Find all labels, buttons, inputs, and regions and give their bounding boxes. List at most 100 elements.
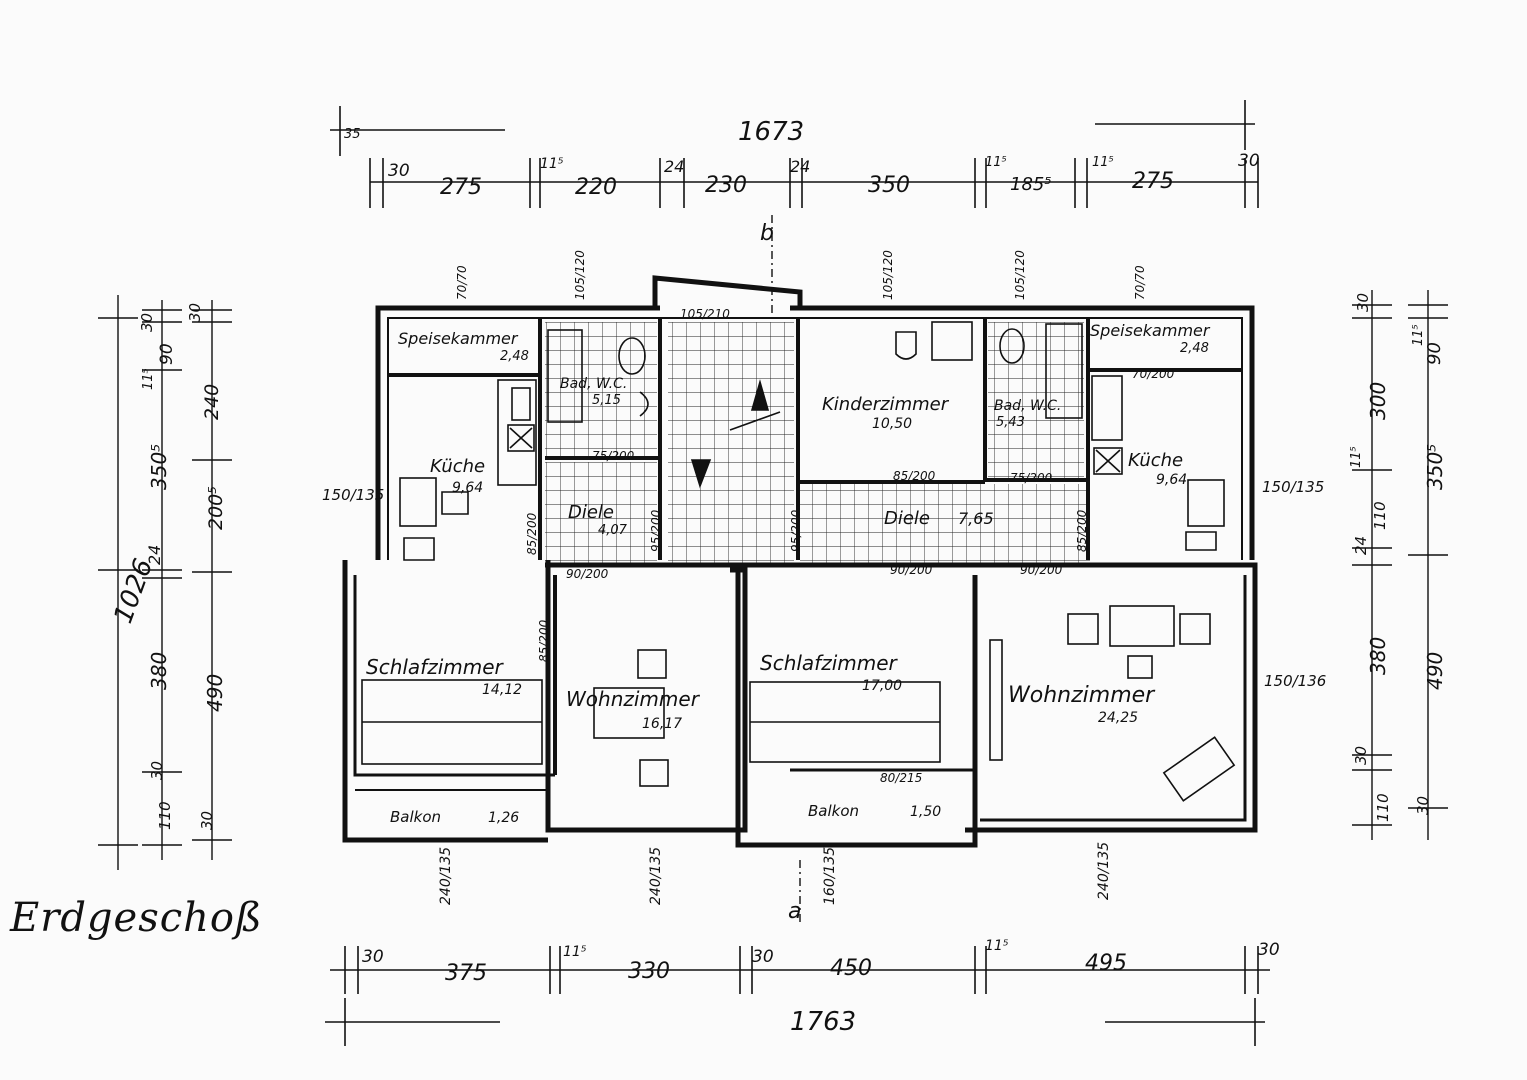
dim-top-total: 1673: [738, 117, 804, 147]
left-washbasin: [639, 391, 649, 417]
room-area-speise-left: 2,48: [500, 349, 529, 364]
dim-left-inner-4: 200⁵: [205, 486, 227, 530]
section-mark-a: a: [788, 899, 801, 924]
door-label-7: 95/200: [789, 509, 803, 552]
dim-top-seg-5: 230: [705, 173, 747, 198]
left-toilet: [618, 337, 646, 375]
door-label-1: 75/200: [592, 449, 635, 463]
room-area-speise-right: 2,48: [1180, 341, 1209, 356]
room-labels: Speisekammer 2,48 Küche 9,64 Bad, W.C. 5…: [366, 321, 1211, 826]
dim-left-seg-3: 24: [145, 545, 164, 565]
dim-top-seg-6: 24: [790, 157, 810, 176]
dim-right-inner-4: 30: [1414, 796, 1432, 815]
dim-right-inner-0: 11⁵: [1411, 324, 1426, 346]
window-side-0: 150/135: [322, 486, 384, 504]
living-right-cabinet: [989, 639, 1003, 761]
dim-right-inner-3: 490: [1423, 652, 1447, 690]
room-area-bad-right: 5,43: [996, 415, 1025, 430]
opening-labels: 70/70 105/120 105/120 105/120 70/70 150/…: [322, 221, 1326, 924]
room-area-wohn-left: 16,17: [642, 716, 682, 732]
dim-left-inner-2: 240: [201, 384, 223, 420]
dim-left-inner-0: 30: [186, 303, 204, 322]
right-kitchen-counter: [1091, 375, 1123, 441]
sheet-title: Erdgeschoß: [10, 895, 263, 941]
left-kitchen-counter: [497, 379, 537, 486]
window-top-0: 70/70: [455, 265, 469, 300]
dim-top-seg-3: 220: [575, 175, 617, 200]
dim-left-seg-1: 11⁵: [141, 368, 156, 390]
dim-bottom-seg-0: 30: [362, 947, 384, 967]
dim-top-seg-1: 275: [440, 175, 482, 200]
door-label-3: 75/200: [1010, 471, 1053, 485]
stair-line: [729, 411, 781, 431]
dim-right-seg-5: 24: [1352, 536, 1370, 555]
dim-right-seg-2: 300: [1366, 382, 1390, 420]
left-kitchen-stove: [507, 424, 535, 452]
dim-top-seg-9: 185⁵: [1010, 174, 1052, 195]
tiled-floors: [545, 322, 1090, 564]
dim-bottom-seg-2: 11⁵: [563, 944, 587, 960]
dim-bottom-seg-3: 330: [628, 959, 670, 984]
door-label-10: 90/200: [890, 563, 933, 577]
dim-top-seg-4: 24: [664, 157, 684, 176]
room-name-wohn-left: Wohnzimmer: [566, 687, 701, 711]
room-name-speise-left: Speisekammer: [398, 329, 519, 348]
tiles-diele-right: [800, 484, 1090, 564]
dim-top-seg-10: 11⁵: [1092, 155, 1114, 170]
door-label-6: 95/200: [649, 509, 663, 552]
room-name-balkon-left: Balkon: [390, 808, 441, 826]
dim-left-seg-0: 30: [138, 313, 156, 332]
room-name-speise-right: Speisekammer: [1090, 321, 1211, 340]
right-kitchen-stove: [1093, 447, 1123, 475]
room-area-wohn-right: 24,25: [1098, 710, 1138, 726]
room-name-schlaf-right: Schlafzimmer: [760, 651, 899, 675]
left-kitchen-chair-2: [403, 537, 435, 561]
dim-right-seg-4: 11⁵: [1349, 446, 1364, 468]
room-name-kinder: Kinderzimmer: [822, 394, 950, 415]
room-area-kinder: 10,50: [872, 416, 912, 432]
window-top-2: 105/120: [881, 250, 895, 300]
window-top-4: 70/70: [1133, 265, 1147, 300]
dim-top-seg-12: 30: [1238, 151, 1260, 171]
wall-south-east-inner: [980, 575, 1247, 822]
room-name-kueche-left: Küche: [430, 456, 485, 477]
wall-north-left: [375, 305, 660, 560]
wall-north-right: [790, 305, 1255, 560]
left-bathtub: [547, 329, 583, 423]
section-mark-b: b: [760, 221, 774, 246]
dim-top-seg-2: 11⁵: [540, 156, 564, 172]
living-left-table: [593, 687, 665, 739]
window-top-1: 105/120: [573, 250, 587, 300]
door-label-8: 85/200: [1075, 509, 1089, 552]
window-bottom-1: 240/135: [648, 847, 664, 905]
wall-stair-bay: [652, 275, 803, 308]
dim-bottom-seg-8: 30: [1258, 940, 1280, 960]
dim-bottom-total: 1763: [790, 1007, 856, 1037]
dim-left-seg-4: 380: [147, 652, 171, 690]
right-kitchen-chair: [1185, 531, 1217, 551]
door-label-12: 85/200: [537, 619, 551, 662]
right-bathtub: [1045, 323, 1083, 419]
tiles-bath-left: [545, 322, 657, 458]
tiles-diele-left: [545, 462, 657, 564]
dim-top-seg-11: 275: [1132, 169, 1174, 194]
room-name-wohn-right: Wohnzimmer: [1008, 683, 1156, 708]
dim-right-seg-3: 350⁵: [1423, 444, 1447, 490]
living-right-sofa: [1162, 736, 1236, 802]
tiles-stair-hall: [668, 322, 794, 564]
room-area-balkon-right: 1,50: [910, 804, 941, 820]
living-right-chair-2: [1179, 613, 1211, 645]
window-top-3: 105/120: [1013, 250, 1027, 300]
dim-bottom-seg-4: 30: [752, 947, 774, 967]
dim-left-inner-5: 490: [203, 674, 227, 712]
living-right-chair-3: [1127, 655, 1153, 679]
window-bottom-3: 240/135: [1096, 842, 1112, 900]
window-side-1: 150/135: [1262, 478, 1324, 496]
room-name-balkon-right: Balkon: [808, 802, 859, 820]
dim-bottom-seg-1: 375: [445, 961, 487, 986]
dim-left-seg-5: 30: [148, 761, 166, 780]
room-name-schlaf-left: Schlafzimmer: [366, 655, 505, 679]
door-label-0: 105/210: [680, 307, 730, 321]
living-right-chair-1: [1067, 613, 1099, 645]
